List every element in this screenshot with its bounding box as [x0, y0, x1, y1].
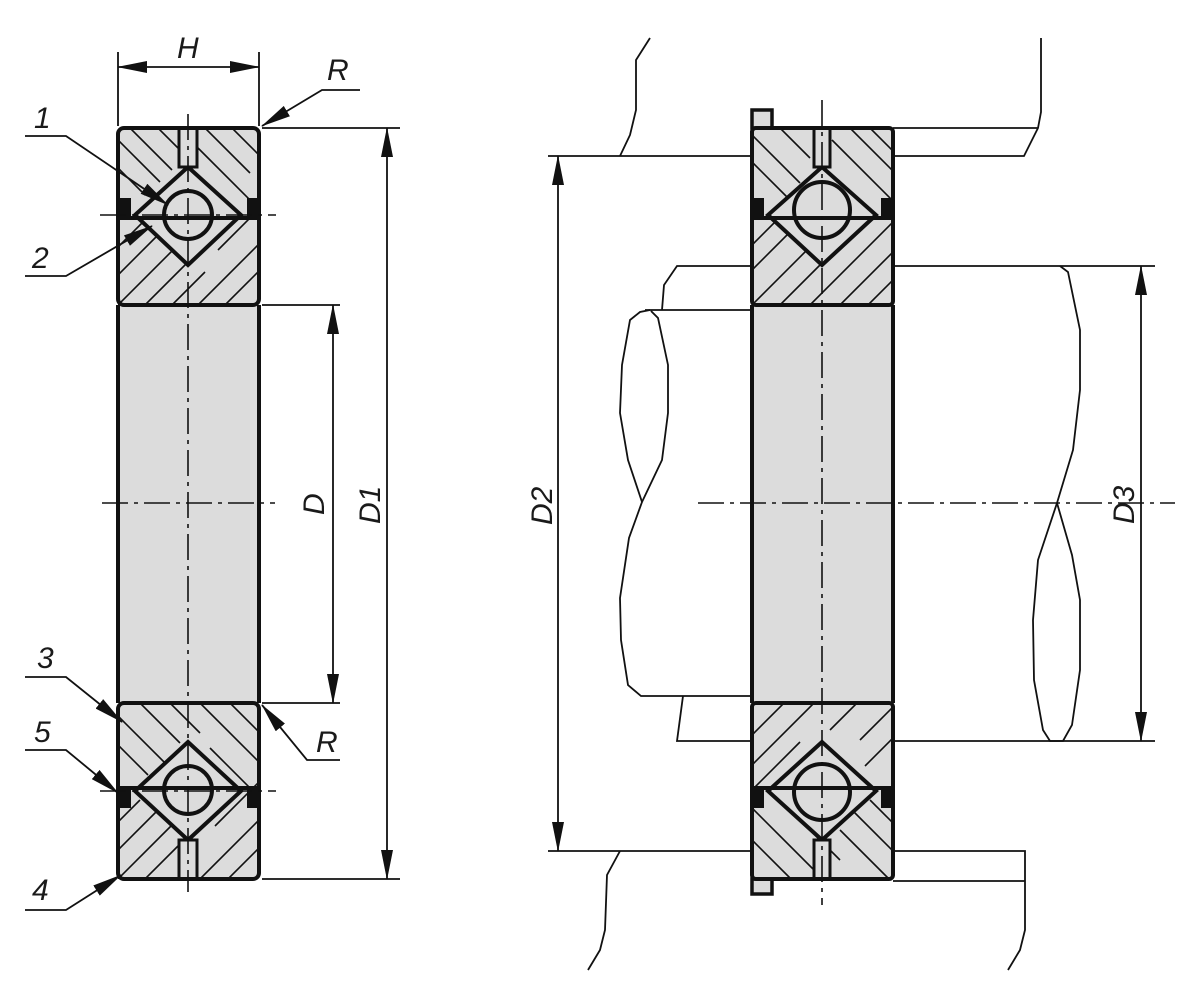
dimension-D3: D3 [1108, 265, 1147, 742]
right-view: D2 D3 [526, 37, 1175, 971]
dimension-D1: D1 [262, 127, 400, 880]
label-D: D [298, 493, 331, 515]
radius-callout-top: R [261, 54, 360, 127]
svg-text:2: 2 [31, 242, 49, 275]
dimension-D: D [262, 304, 340, 704]
dimension-D2: D2 [526, 155, 564, 852]
label-H: H [177, 32, 199, 65]
dimension-H: H [117, 32, 260, 126]
seal-left-bottom [118, 788, 131, 808]
housing-outline [548, 37, 1042, 971]
svg-text:5: 5 [34, 716, 51, 749]
label-D3: D3 [1108, 485, 1141, 524]
seal-left-top [118, 198, 131, 218]
retainer-tab-bottom [750, 877, 774, 896]
callout-4: 4 [25, 874, 122, 911]
label-D1: D1 [354, 486, 387, 524]
svg-text:1: 1 [34, 102, 51, 135]
label-D2: D2 [526, 486, 559, 525]
label-R-bottom: R [316, 726, 338, 759]
callout-1: 1 [25, 102, 169, 206]
left-view: H R R D D1 1 [25, 32, 400, 911]
callout-5: 5 [25, 716, 119, 794]
retainer-tab-top [750, 108, 774, 130]
seal-right-bottom [247, 788, 259, 808]
seal-right-top [247, 198, 259, 218]
label-R-top: R [327, 54, 349, 87]
svg-text:4: 4 [32, 874, 49, 907]
radius-callout-bottom: R [261, 704, 340, 761]
callout-3: 3 [25, 642, 123, 723]
callout-2: 2 [25, 225, 153, 277]
svg-text:3: 3 [37, 642, 54, 675]
shaft-outline [619, 265, 1155, 742]
